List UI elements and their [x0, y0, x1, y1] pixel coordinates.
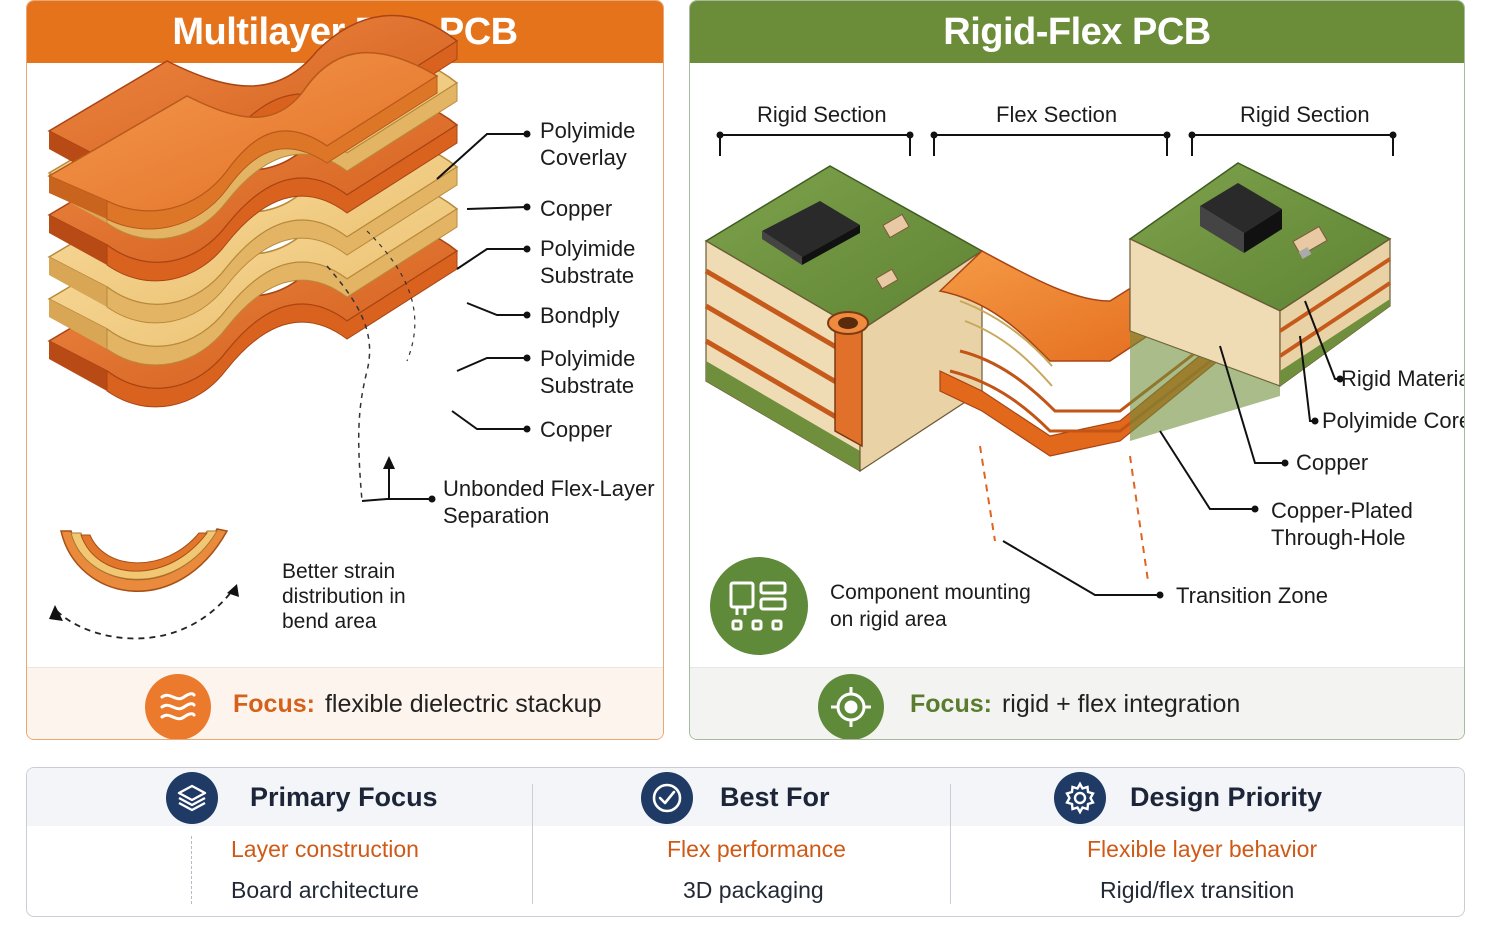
label-bondply: Bondply — [540, 303, 620, 328]
layer-stack — [47, 14, 459, 502]
summary-flex-value: Flexible layer behavior — [1087, 836, 1318, 862]
label-copper-bottom: Copper — [540, 417, 613, 442]
flex-focus-text: Focus:flexible dielectric stackup — [233, 690, 602, 718]
waves-icon — [145, 674, 211, 739]
summary-rigid-value: 3D packaging — [683, 877, 824, 903]
gear-icon — [1054, 772, 1106, 824]
comparison-summary: Primary Focus Layer construction Board a… — [26, 767, 1465, 917]
rigid-focus-bar: Focus:rigid + flex integration — [690, 667, 1464, 739]
flex-stackup-illustration — [47, 14, 531, 640]
label-copper: Copper — [1296, 450, 1369, 475]
label-rigid-material: Rigid Material — [1341, 366, 1465, 391]
rigid-focus-text: Focus:rigid + flex integration — [910, 690, 1241, 718]
circuit-board-icon — [710, 557, 808, 655]
label-rigid-section-right: Rigid Section — [1240, 102, 1370, 127]
summary-title: Best For — [720, 782, 830, 812]
summary-rigid-value: Board architecture — [231, 877, 419, 903]
summary-title: Design Priority — [1130, 782, 1323, 812]
left-rigid-board — [704, 165, 984, 473]
summary-col-best-for: Best For Flex performance 3D packaging — [532, 768, 950, 916]
summary-title: Primary Focus — [250, 782, 438, 812]
flex-pcb-panel: Multilayer Flex PCB — [26, 0, 664, 740]
label-copper-top: Copper — [540, 196, 613, 221]
summary-col-primary-focus: Primary Focus Layer construction Board a… — [27, 768, 532, 916]
summary-header-band — [27, 768, 1464, 826]
transition-zone-lines — [979, 445, 1149, 582]
label-polyimide-core: Polyimide Core — [1322, 408, 1465, 433]
right-rigid-board — [1128, 162, 1392, 441]
target-icon — [818, 674, 884, 739]
rigid-panel-title: Rigid-Flex PCB — [690, 1, 1464, 63]
rigid-flex-illustration — [704, 131, 1397, 599]
summary-col-design-priority: Design Priority Flexible layer behavior … — [950, 768, 1464, 916]
summary-flex-value: Flex performance — [667, 836, 846, 862]
flex-focus-bar: Focus:flexible dielectric stackup — [27, 667, 663, 739]
label-transition-zone: Transition Zone — [1176, 583, 1329, 608]
label-flex-section: Flex Section — [996, 102, 1118, 127]
section-brackets — [719, 134, 1394, 156]
check-circle-icon — [641, 772, 693, 824]
label-rigid-section-left: Rigid Section — [757, 102, 887, 127]
rigid-flex-pcb-panel: Rigid-Flex PCB Rigid Section Flex Sectio… — [689, 0, 1465, 740]
summary-flex-value: Layer construction — [231, 836, 419, 862]
bent-flex-strip — [49, 528, 239, 640]
layers-icon — [166, 772, 218, 824]
summary-rigid-value: Rigid/flex transition — [1100, 877, 1295, 903]
